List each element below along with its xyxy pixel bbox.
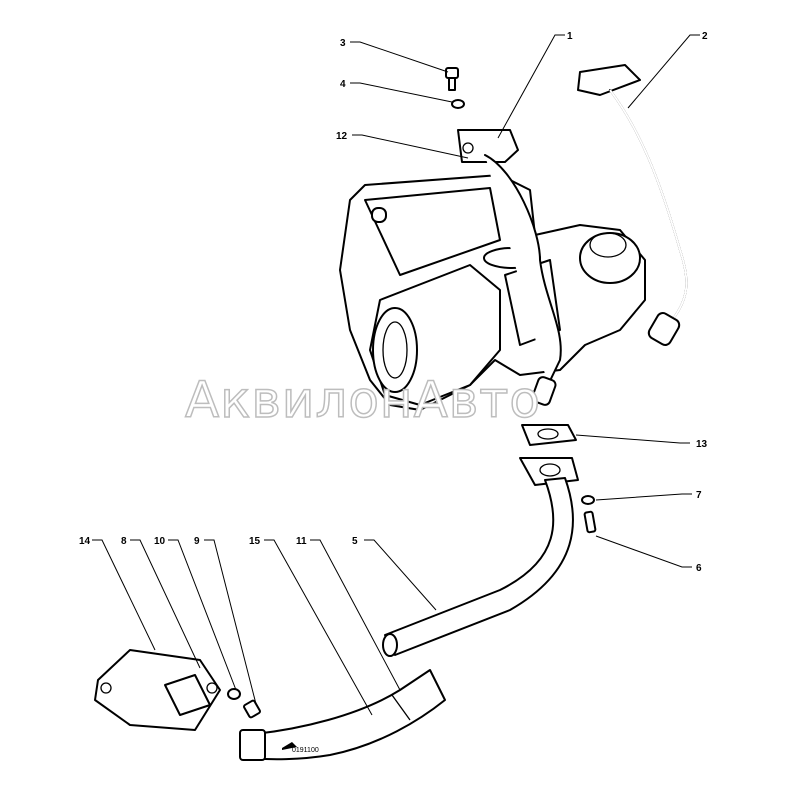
- hose-stamp: 0191100: [292, 747, 319, 754]
- callout-4: 4: [340, 79, 346, 90]
- callout-3: 3: [340, 38, 346, 49]
- nut-and-bolt: [581, 495, 597, 534]
- leader-lines: [92, 34, 700, 716]
- bolt-and-washer: [445, 67, 465, 109]
- callout-7: 7: [696, 490, 702, 501]
- oil-feed-pipe: [577, 64, 688, 346]
- callout-2: 2: [702, 31, 708, 42]
- turbocharger: [339, 129, 646, 411]
- watermark: АквилонАвто: [185, 371, 541, 429]
- callout-9: 9: [194, 536, 200, 547]
- callout-6: 6: [696, 563, 702, 574]
- callout-12: 12: [336, 131, 348, 142]
- flange-connector: [94, 649, 261, 731]
- callout-labels: 1 2 3 4 12 13 7 6 5 11 15 9 10 8 14: [79, 31, 708, 574]
- hose: 0191100: [239, 669, 446, 761]
- callout-8: 8: [121, 536, 127, 547]
- callout-5: 5: [352, 536, 358, 547]
- callout-10: 10: [154, 536, 166, 547]
- callout-13: 13: [696, 439, 708, 450]
- callout-1: 1: [567, 31, 573, 42]
- callout-11: 11: [296, 536, 307, 547]
- callout-14: 14: [79, 536, 91, 547]
- callout-15: 15: [249, 536, 261, 547]
- drain-pipe: [382, 424, 579, 657]
